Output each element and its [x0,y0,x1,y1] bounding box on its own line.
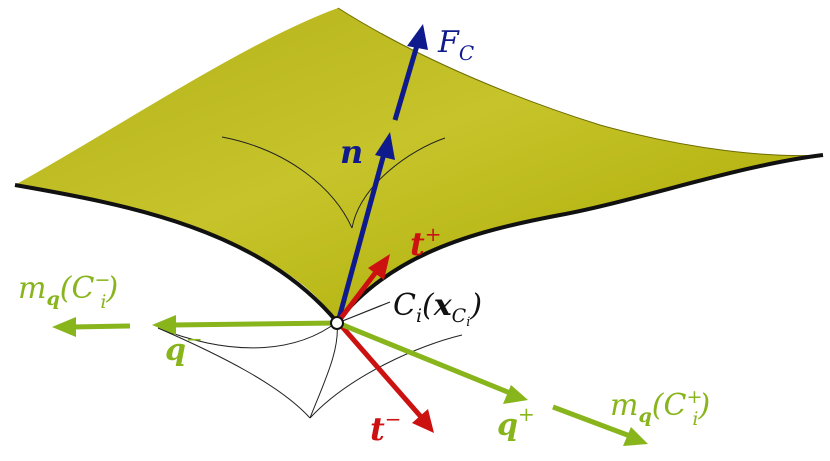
t-plus-label: t+ [410,222,442,263]
lower-curve-right [309,321,338,419]
q-plus-label: q+ [497,402,535,443]
corner-label: Ci(xCi) [393,288,482,330]
normal-arrow-shaft [335,149,388,323]
q-plus-arrow-shaft [337,320,511,396]
moment-minus-arrow-shaft [71,323,131,330]
q-minus-label: q− [165,327,203,368]
moment-minus-label: mq(C−i) [18,269,118,313]
force-label: FC [437,25,474,65]
t-minus-arrow-shaft [336,320,424,420]
t-plus-arrow-shaft [336,270,378,324]
surface-patch [15,8,823,322]
moment-plus-label: mq(C+i) [610,386,710,430]
moment-minus-arrow-head [52,317,76,337]
boundary-curve-minus [14,183,339,324]
moment-plus-arrow-shaft [552,404,631,439]
normal-arrow-head [375,132,395,160]
surface-inner-curve-left [221,136,353,229]
t-minus-label: t− [370,407,402,448]
force-arrow-head [407,24,428,50]
q-minus-arrow-head [152,315,176,335]
surface-inner-curve-right [351,137,446,229]
lower-curve-far [309,334,463,419]
boundary-curve-plus [335,153,824,324]
force-arrow-shaft [392,41,421,121]
lower-curve-left [157,321,338,419]
normal-label: n [340,133,363,171]
moment-plus-arrow-head [623,427,648,446]
t-plus-arrow-head [368,254,390,280]
corner-point [330,316,344,330]
corner-leader-line [339,301,391,323]
t-minus-arrow-head [412,409,434,433]
q-minus-arrow-shaft [171,320,339,328]
q-plus-arrow-head [503,385,528,404]
